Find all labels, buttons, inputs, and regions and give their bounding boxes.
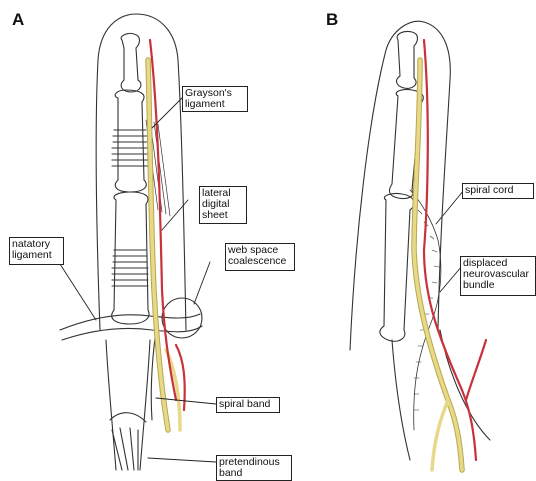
label-web-space-coalescence: web space coalescence	[225, 243, 295, 271]
label-pretendinous-band: pretendinous band	[216, 455, 292, 481]
middle-phalanx-a	[115, 90, 146, 192]
panel-a-drawing	[60, 14, 202, 470]
panel-letter-b: B	[326, 10, 338, 30]
proximal-phalanx-a	[112, 192, 149, 324]
label-spiral-band: spiral band	[216, 397, 280, 413]
distal-phalanx-a	[121, 33, 141, 92]
label-spiral-cord: spiral cord	[462, 183, 534, 199]
label-natatory-ligament: natatory ligament	[9, 237, 64, 265]
label-displaced-neurovascular-bundle: displaced neurovascular bundle	[460, 256, 536, 296]
panel-b-drawing	[350, 21, 490, 470]
label-lateral-digital-sheet: lateral digital sheet	[199, 186, 247, 224]
panel-letter-a: A	[12, 10, 24, 30]
label-graysons-ligament: Grayson's ligament	[182, 86, 248, 112]
distal-phalanx-b	[397, 31, 418, 88]
finger-outline-a	[96, 14, 186, 330]
proximal-phalanx-b	[380, 193, 414, 341]
natatory-band-a	[60, 314, 202, 340]
